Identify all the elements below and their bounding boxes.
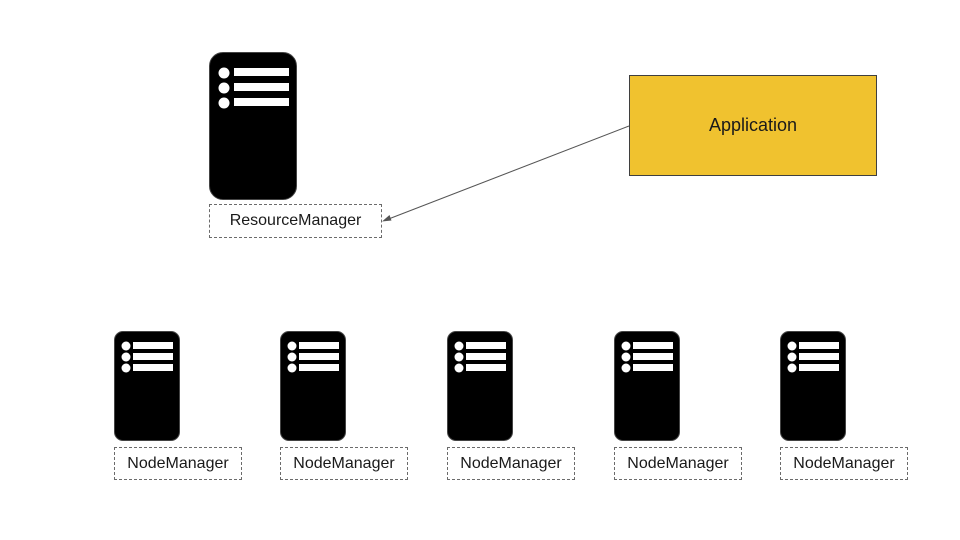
nodemanager-label: NodeManager [460,454,562,472]
server-icon [280,331,346,441]
server-rack-glyph [787,341,839,373]
arrowhead [382,215,392,222]
nodemanager-label-box[interactable]: NodeManager [280,447,408,480]
nodemanager-label-box[interactable]: NodeManager [114,447,242,480]
nodemanager-label-box[interactable]: NodeManager [780,447,908,480]
nodemanager-label: NodeManager [793,454,895,472]
edge-application-to-resourcemanager [385,125,630,221]
nodemanager-label-box[interactable]: NodeManager [447,447,575,480]
server-rack-glyph [454,341,506,373]
server-icon [114,331,180,441]
server-rack-glyph [121,341,173,373]
server-rack-glyph [621,341,673,373]
nodemanager-label-box[interactable]: NodeManager [614,447,742,480]
server-icon [614,331,680,441]
nodemanager-label: NodeManager [627,454,729,472]
server-rack-glyph [287,341,339,373]
server-rack-glyph [218,67,289,109]
server-icon [447,331,513,441]
server-icon [209,52,297,200]
application-label: Application [708,115,798,135]
resourcemanager-label-box[interactable]: ResourceManager [209,204,382,238]
nodemanager-label: NodeManager [127,454,229,472]
nodemanager-label: NodeManager [293,454,395,472]
resourcemanager-label: ResourceManager [229,212,362,229]
server-icon [780,331,846,441]
application-node[interactable]: Application [629,75,877,176]
